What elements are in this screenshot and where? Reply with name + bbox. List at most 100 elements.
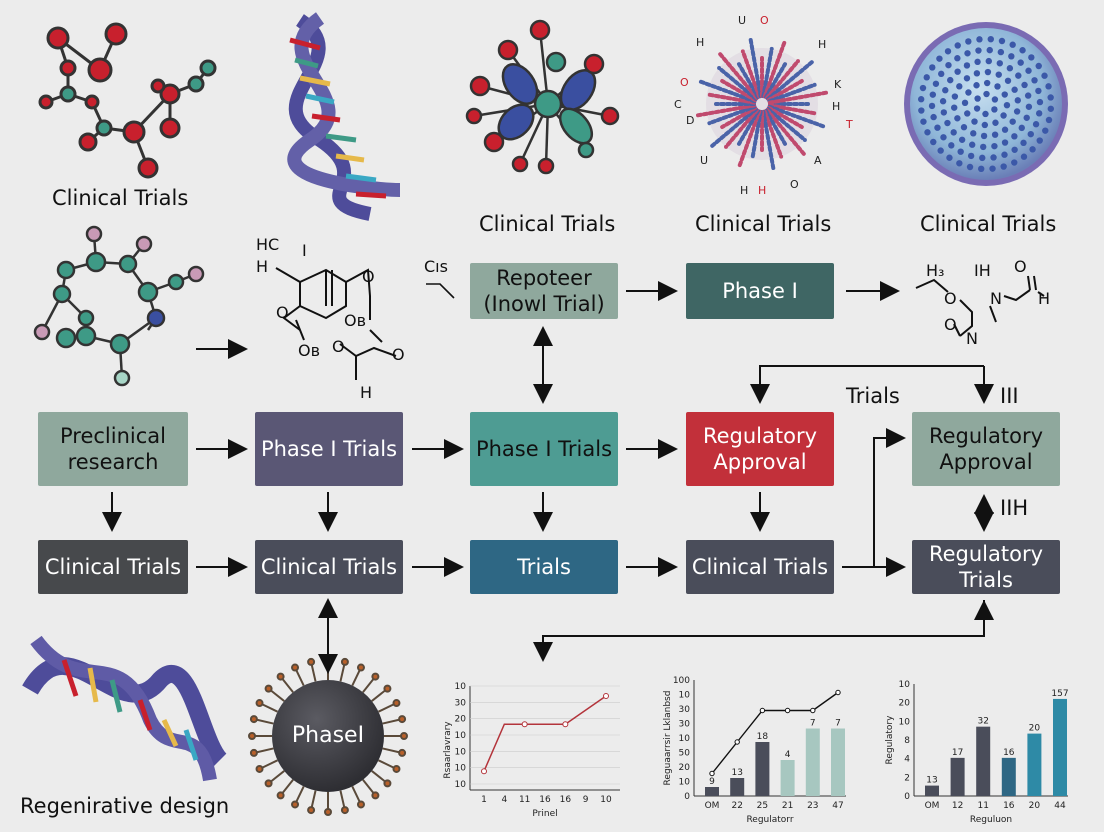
spike-tip — [340, 806, 349, 815]
y-tick-label: 10 — [455, 731, 467, 741]
sphere-spot — [1045, 83, 1052, 90]
sphere-spot — [991, 142, 998, 150]
right-chemical-structure-icon — [915, 275, 1045, 337]
virus-ray — [709, 107, 758, 149]
sphere-spot — [973, 105, 981, 112]
bar — [950, 757, 965, 796]
spike-tip — [383, 684, 392, 693]
virus-letter: H — [758, 184, 766, 197]
virus-ray — [707, 104, 757, 126]
phase-sphere-icon — [272, 680, 384, 792]
bar-label: 16 — [1003, 748, 1015, 758]
clinical-trials-box: Clinical Trials — [255, 540, 403, 594]
sphere-spot — [917, 96, 925, 103]
virus-letter: H — [832, 100, 840, 113]
virus-ray — [764, 62, 787, 100]
sphere-spot — [978, 165, 985, 173]
y-tick-label: 10 — [455, 747, 467, 757]
virus-letter: O — [680, 76, 689, 89]
sphere-spot — [983, 90, 990, 98]
bar — [1053, 698, 1067, 796]
sphere-spot — [948, 142, 955, 149]
bar-label: 9 — [709, 777, 715, 787]
spike — [351, 786, 362, 804]
phase-i-top-box: Phase I — [686, 263, 834, 319]
virus-ray — [767, 104, 827, 129]
spike-tip — [371, 672, 380, 681]
data-point — [521, 721, 528, 728]
virus-ray — [737, 108, 760, 146]
virus-ray — [767, 90, 829, 105]
x-tick-label: 10 — [600, 795, 612, 805]
sphere-spot — [980, 132, 988, 140]
virus-ray — [767, 103, 820, 116]
chem-ih: IH — [974, 261, 991, 280]
y-tick-label: 10 — [455, 780, 467, 790]
spike — [255, 747, 274, 754]
sphere-spot — [947, 76, 954, 84]
repoteer-box: Repoteer (Inowl Trial) — [470, 263, 618, 319]
spike-tip — [276, 672, 285, 681]
spike — [382, 747, 401, 754]
sphere-spot — [1045, 116, 1053, 124]
y-tick-label: 10 — [679, 734, 691, 744]
spike — [362, 779, 375, 795]
sphere-spot — [951, 104, 958, 111]
virus-ray — [765, 108, 807, 157]
virus-letter: O — [790, 178, 799, 191]
sphere-spot — [995, 71, 1002, 78]
bar — [705, 787, 719, 796]
sphere-spot — [1011, 159, 1018, 166]
sphere-spot — [938, 70, 945, 78]
phase-sphere-spikes — [248, 656, 408, 816]
y-tick-label: 0 — [904, 792, 910, 802]
y-tick-label: 10 — [899, 717, 911, 727]
y-tick-label: 30 — [455, 698, 467, 708]
sphere-spot — [956, 160, 963, 167]
chem-i: I — [302, 241, 307, 260]
star-molecule-icon — [465, 19, 620, 175]
y-tick-label: 0 — [684, 792, 690, 802]
x-tick-label: 9 — [583, 795, 589, 805]
sphere-spot — [1035, 110, 1043, 117]
sphere-spot — [1035, 87, 1042, 95]
virus-letter: H — [740, 184, 748, 197]
y-axis-label: Regulatory — [885, 715, 895, 765]
bar — [780, 760, 795, 796]
sphere-spot — [989, 165, 996, 172]
sphere-spot — [944, 119, 951, 127]
sphere-spot — [1024, 92, 1032, 99]
spike — [281, 677, 294, 693]
sphere-spot — [1000, 163, 1007, 170]
sphere-spot — [1019, 47, 1026, 54]
spike — [382, 718, 401, 725]
virus-ray — [720, 106, 758, 129]
x-tick-label: 16 — [539, 795, 551, 805]
bar — [976, 726, 991, 796]
sphere-spot — [979, 154, 986, 162]
sphere-spot — [1013, 108, 1021, 115]
x-tick-label: 1 — [481, 795, 487, 805]
chem-o: O — [1014, 257, 1027, 276]
spike-tip — [398, 715, 407, 724]
sphere-spot — [1047, 105, 1055, 112]
sphere-spot — [1000, 112, 1007, 119]
virus-ray — [762, 39, 787, 99]
sphere-spot — [940, 134, 947, 141]
clinical-trials-box: Clinical Trials — [38, 540, 188, 594]
sphere-spot — [939, 98, 947, 105]
y-tick-label: 8 — [904, 736, 910, 746]
spike-tip — [371, 791, 380, 800]
spike — [351, 668, 362, 686]
sphere-spot — [1006, 65, 1014, 72]
sphere-spot — [954, 115, 961, 122]
chem-h3: H₃ — [926, 261, 944, 280]
chem-o: O — [276, 303, 289, 322]
label-clinical-trials: Clinical Trials — [479, 212, 616, 236]
spike-tip — [291, 800, 300, 809]
spike — [260, 759, 278, 770]
sphere-spot — [1029, 146, 1036, 153]
spike-tip — [340, 657, 349, 666]
sphere-spot — [1025, 103, 1033, 110]
